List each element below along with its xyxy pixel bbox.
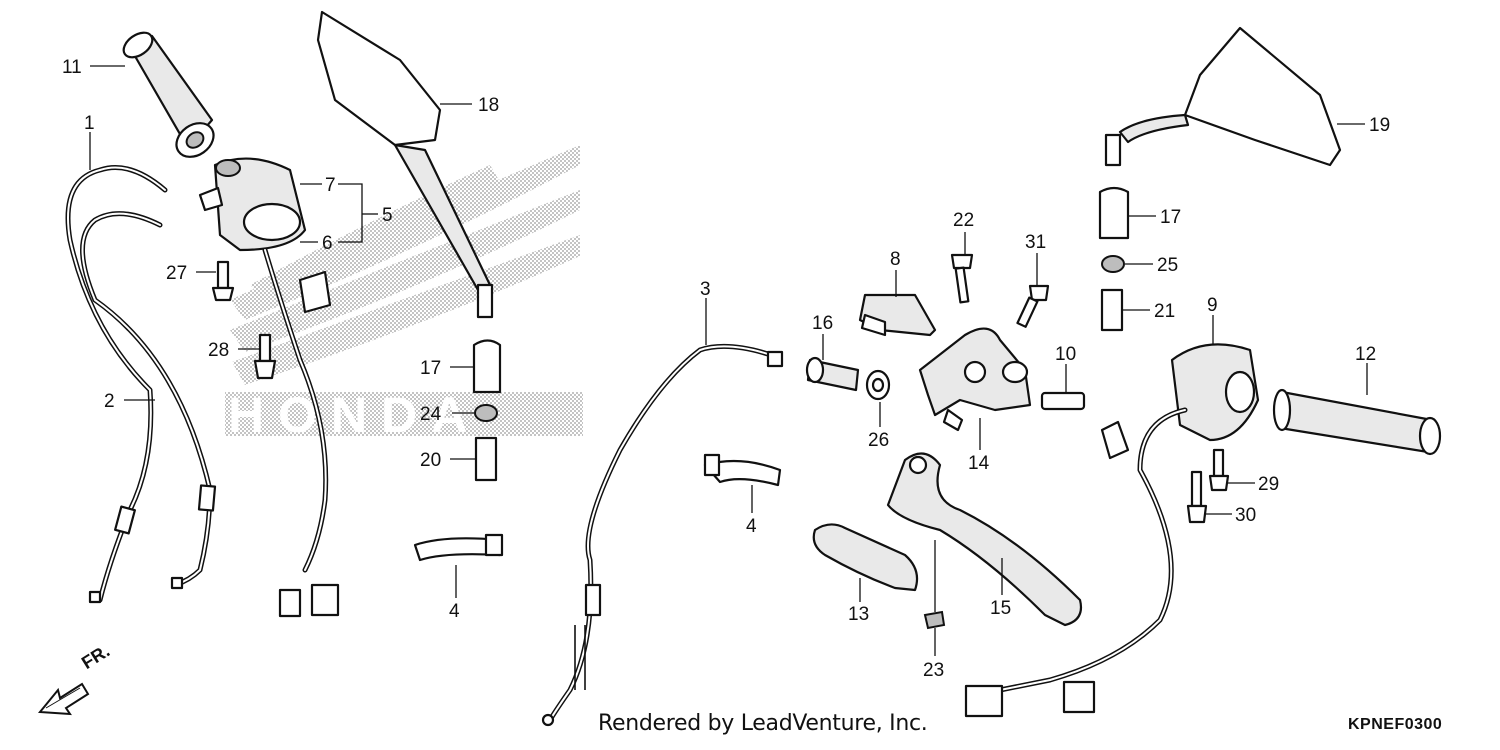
- front-direction-arrow-icon: [37, 682, 90, 716]
- callout-4-left: 4: [449, 601, 460, 622]
- callout-22: 22: [953, 210, 974, 231]
- leader-lines: [89, 65, 1368, 656]
- callout-2: 2: [104, 391, 115, 412]
- callout-18: 18: [478, 95, 499, 116]
- callout-10: 10: [1055, 344, 1076, 365]
- part-right-grip: [1272, 388, 1442, 456]
- callout-31: 31: [1025, 232, 1046, 253]
- part-left-harness: [262, 247, 340, 618]
- callout-14: 14: [968, 453, 990, 474]
- callout-29: 29: [1258, 474, 1279, 495]
- callout-8: 8: [890, 249, 901, 270]
- callout-28: 28: [208, 340, 229, 361]
- callout-9: 9: [1207, 295, 1218, 316]
- part-adapter-20: [474, 436, 498, 482]
- part-clutch-lever: [886, 452, 1083, 627]
- callout-7: 7: [325, 175, 336, 196]
- callout-20: 20: [420, 450, 441, 471]
- part-right-harness: [964, 407, 1188, 718]
- callout-12: 12: [1355, 344, 1376, 365]
- callout-3: 3: [700, 279, 711, 300]
- part-band-4-center: [703, 453, 782, 487]
- part-nut-24: [474, 404, 498, 422]
- callout-26: 26: [868, 430, 889, 451]
- callout-21: 21: [1154, 301, 1175, 322]
- part-clutch-cable: [541, 343, 784, 727]
- callout-17-left: 17: [420, 358, 441, 379]
- callout-1: 1: [84, 113, 95, 134]
- part-screw-29: [1208, 448, 1230, 492]
- part-band-4-left: [413, 533, 504, 562]
- part-throttle-grip: [122, 31, 215, 158]
- callout-13: 13: [848, 604, 869, 625]
- callout-19: 19: [1369, 115, 1390, 136]
- callout-4-center: 4: [746, 516, 757, 537]
- part-screw-27: [211, 260, 235, 302]
- part-screw-22: [950, 253, 974, 304]
- part-screw-30: [1186, 470, 1208, 524]
- part-lever-cover: [812, 523, 919, 592]
- honda-wordmark-watermark: HONDA: [225, 387, 583, 443]
- callout-15: 15: [990, 598, 1011, 619]
- callout-6: 6: [322, 233, 333, 254]
- part-mirror-cover-17-right: [1098, 186, 1130, 240]
- part-nut-25: [1101, 255, 1125, 273]
- watermark-text: HONDA: [228, 387, 481, 443]
- callout-27: 27: [166, 263, 187, 284]
- callout-17-right: 17: [1160, 207, 1181, 228]
- part-pin-10: [1040, 391, 1086, 411]
- diagram-code: KPNEF0300: [1348, 716, 1443, 733]
- callouts: 11 1 2 7 5 6 27 28 18 17 24 20 4 3 4 8 1…: [62, 57, 1390, 681]
- callout-24: 24: [420, 404, 442, 425]
- callout-25: 25: [1157, 255, 1178, 276]
- render-credit: Rendered by LeadVenture, Inc.: [598, 711, 928, 736]
- part-right-switch-housing: [1100, 343, 1260, 460]
- part-pivot-bolt-16: [805, 356, 860, 392]
- part-left-mirror: [316, 10, 494, 319]
- callout-30: 30: [1235, 505, 1256, 526]
- part-nut-23: [923, 610, 946, 630]
- part-clutch-switch: [858, 293, 937, 337]
- part-mirror-cover-17-left: [472, 339, 502, 394]
- part-screw-31: [1016, 284, 1050, 328]
- part-lever-bracket: [918, 327, 1032, 432]
- part-washer-26: [865, 369, 891, 401]
- callout-16: 16: [812, 313, 833, 334]
- part-throttle-cables: [65, 165, 217, 604]
- part-left-switch-housing: [198, 157, 307, 252]
- part-right-mirror: [1104, 26, 1342, 167]
- callout-23: 23: [923, 660, 944, 681]
- callout-11: 11: [62, 57, 82, 78]
- part-adapter-21: [1100, 288, 1124, 332]
- callout-5: 5: [382, 205, 393, 226]
- part-screw-28: [253, 333, 277, 380]
